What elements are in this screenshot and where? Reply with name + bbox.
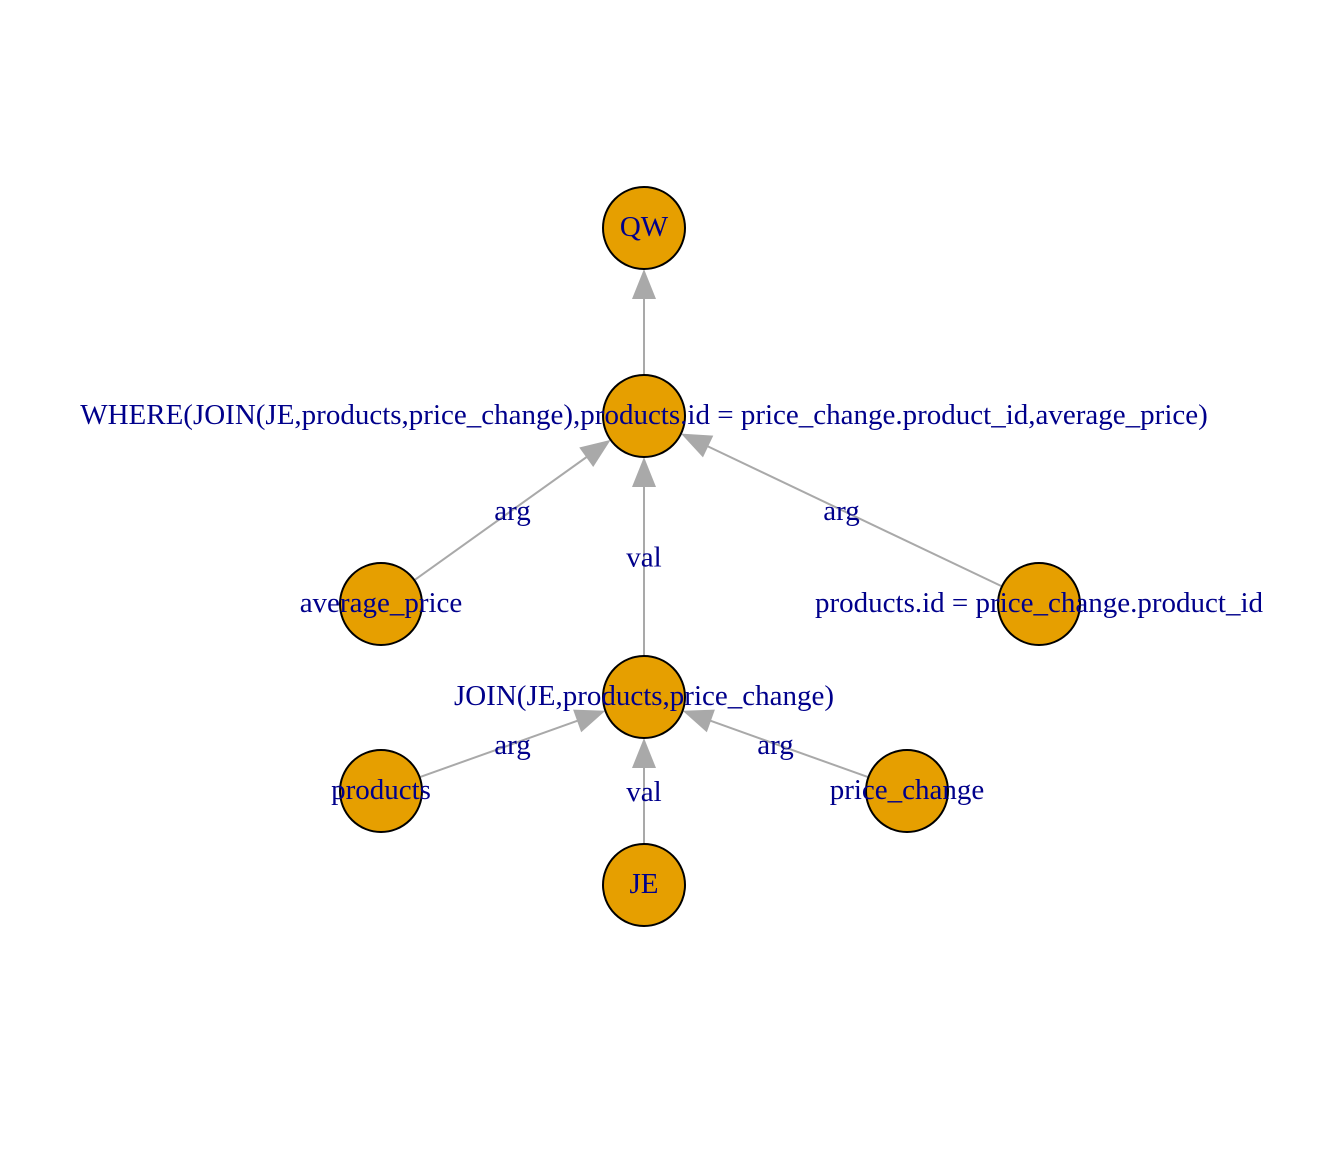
edge-label-products-to-join: arg: [494, 729, 531, 761]
node-label-where: WHERE(JOIN(JE,products,price_change),pro…: [80, 399, 1208, 431]
edge-line-cond-to-where: [705, 444, 1003, 588]
node-products[interactable]: [339, 749, 423, 833]
edge-label-cond-to-where: arg: [823, 495, 860, 527]
edge-label-price_change-to-join: arg: [757, 729, 794, 761]
edge-arrowhead-join-to-where: [632, 457, 656, 487]
nodes-layer: [339, 186, 1081, 927]
node-qw[interactable]: [602, 186, 686, 270]
node-where[interactable]: [602, 374, 686, 458]
node-label-qw: QW: [620, 211, 669, 243]
edge-arrowhead-je-to-join: [632, 738, 656, 768]
node-label-average_price: average_price: [300, 587, 463, 619]
edges-layer: [413, 269, 1003, 844]
node-label-cond: products.id = price_change.product_id: [815, 587, 1263, 619]
node-label-je: JE: [630, 868, 659, 900]
edge-line-products-to-join: [419, 719, 580, 779]
node-join[interactable]: [602, 655, 686, 739]
node-label-price_change: price_change: [830, 774, 985, 806]
node-label-join: JOIN(JE,products,price_change): [454, 680, 834, 712]
edge-label-je-to-join: val: [626, 776, 661, 808]
edge-label-join-to-where: val: [626, 542, 661, 574]
node-label-products: products: [331, 774, 431, 806]
edge-arrowhead-average_price-to-where: [579, 439, 611, 468]
edge-line-price_change-to-join: [708, 719, 869, 779]
labels-layer: arg val arg arg val arg QW WHERE(JOIN(JE,produc…: [80, 211, 1263, 900]
edge-line-average_price-to-where: [413, 455, 589, 581]
node-price_change[interactable]: [865, 749, 949, 833]
node-average_price[interactable]: [339, 562, 423, 646]
node-je[interactable]: [602, 843, 686, 927]
edge-label-average_price-to-where: arg: [494, 495, 531, 527]
edge-arrowhead-products-to-join: [573, 709, 606, 733]
edge-arrowhead-cond-to-where: [681, 433, 714, 458]
edge-arrowhead-where-to-qw: [632, 269, 656, 299]
node-cond[interactable]: [997, 562, 1081, 646]
edge-arrowhead-price_change-to-join: [682, 709, 715, 733]
